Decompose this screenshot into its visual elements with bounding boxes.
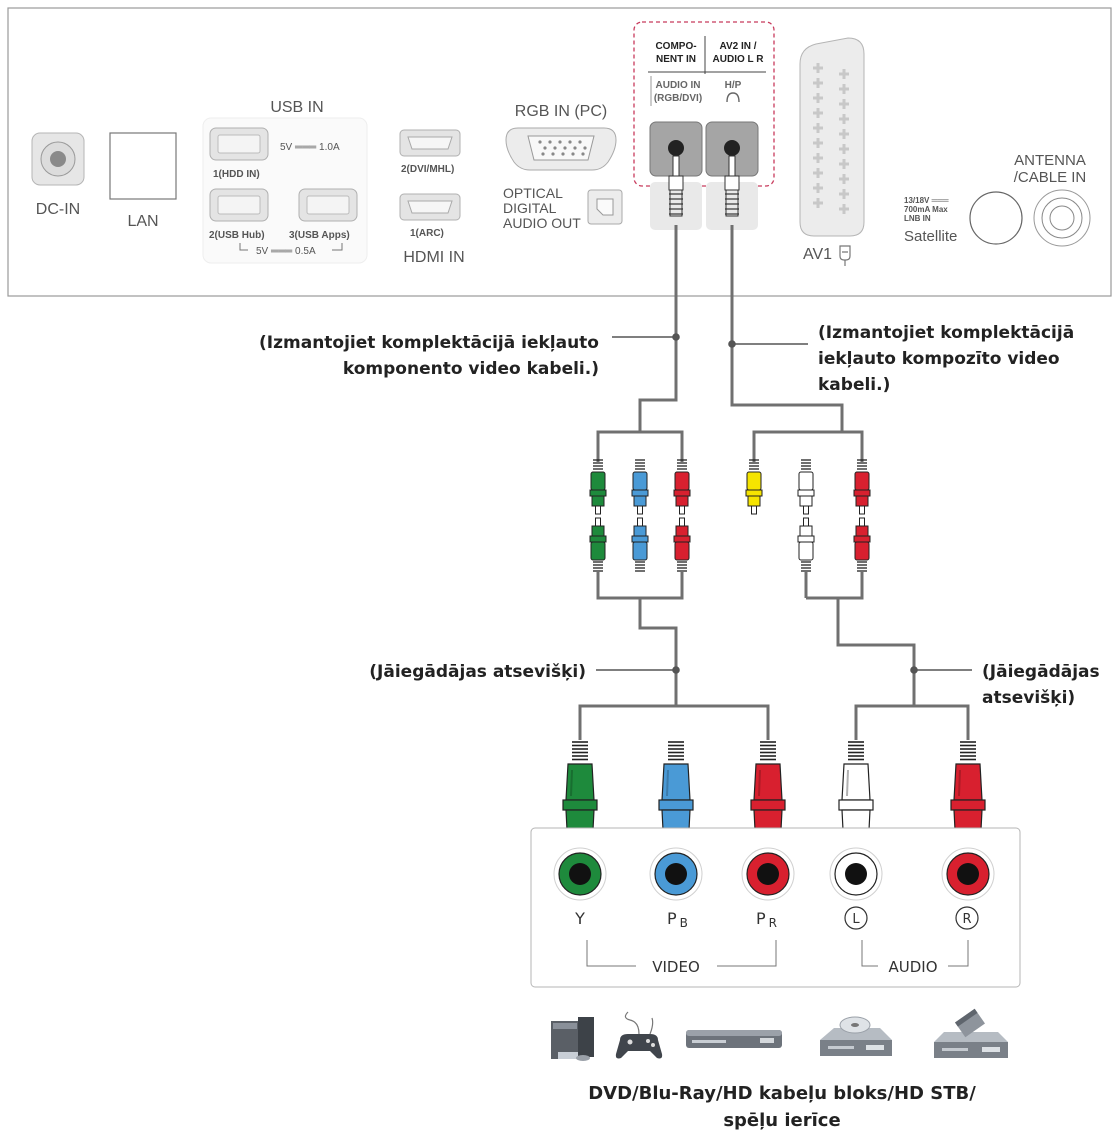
av2-in-label-2: AUDIO L R <box>713 54 765 65</box>
audio-in-label-2: (RGB/DVI) <box>654 93 702 104</box>
satellite-antenna-ports: 13/18V ═══ 700mA Max LNB IN Satellite AN… <box>904 152 1091 247</box>
plug-blue-top <box>631 459 649 515</box>
plug-red-audio-bottom <box>853 517 871 572</box>
plug-red-audio-top <box>853 459 871 515</box>
cables <box>578 225 970 740</box>
l-label: L <box>852 912 860 927</box>
dc-in-label: DC-IN <box>36 201 80 218</box>
hdmi-ports: 2(DVI/MHL) 1(ARC) HDMI IN <box>399 129 465 266</box>
sold-separately-left: (Jāiegādājas atsevišķi) <box>369 662 586 682</box>
plug-white-bottom <box>797 517 815 572</box>
plug-red-bottom <box>673 517 691 572</box>
optical-out-port: OPTICAL DIGITAL AUDIO OUT <box>503 185 623 231</box>
optical-label-1: OPTICAL <box>503 185 563 201</box>
composite-cable-note-3: kabeli.) <box>818 375 890 395</box>
satellite-label: Satellite <box>904 228 957 245</box>
callout-text: (Izmantojiet komplektācijā iekļauto komp… <box>259 323 1100 708</box>
composite-cable-note-1: (Izmantojiet komplektācijā <box>818 323 1074 343</box>
composite-cable <box>730 225 864 462</box>
lan-port: LAN <box>109 132 177 230</box>
component-in-label-2: NENT IN <box>656 54 696 65</box>
r-label: R <box>962 912 971 927</box>
optical-label-2: DIGITAL <box>503 200 557 216</box>
rgb-in-port: RGB IN (PC) <box>505 103 617 171</box>
hdmi2-label: 2(DVI/MHL) <box>401 164 454 175</box>
jack-pb <box>649 847 703 901</box>
component-extension-cable <box>578 572 770 740</box>
hp-label: H/P <box>725 80 742 91</box>
antenna-label-1: ANTENNA <box>1014 152 1086 169</box>
usb1-label: 1(HDD IN) <box>213 169 260 180</box>
devices-caption-2: spēļu ierīce <box>723 1110 840 1131</box>
pc-icon <box>551 1017 594 1061</box>
jack-pr <box>741 847 795 901</box>
usb1-rating: 5V ═══ 1.0A <box>280 142 340 153</box>
plug-green-bottom <box>589 517 607 572</box>
scart-icon <box>839 245 851 266</box>
optical-label-3: AUDIO OUT <box>503 215 581 231</box>
sold-separately-right-2: atsevišķi) <box>982 688 1075 708</box>
hdmi1-label: 1(ARC) <box>410 228 444 239</box>
usb-in-label: USB IN <box>270 99 323 116</box>
blu-ray-player-icon <box>934 1008 1008 1058</box>
tv-plug-composite <box>724 155 740 217</box>
composite-cable-note-2: iekļauto kompozīto video <box>818 349 1060 369</box>
hdmi-in-label: HDMI IN <box>403 249 464 266</box>
audio-in-label-1: AUDIO IN <box>656 80 701 91</box>
plug-yellow-top <box>745 459 763 515</box>
sat-spec-1: 13/18V ═══ <box>904 196 949 205</box>
plug-blue-bottom <box>631 517 649 572</box>
usb3-label: 3(USB Apps) <box>289 230 350 241</box>
usb23-rating: 5V ═══ 0.5A <box>256 246 316 257</box>
component-cable-note-2: komponento video kabeli.) <box>343 359 599 379</box>
usb-ports: USB IN 5V ═══ 1.0A 1(HDD IN) 2(USB Hub) … <box>202 99 368 264</box>
tv-plug-component <box>668 155 684 217</box>
dc-in-port: DC-IN <box>31 132 85 218</box>
set-top-box-icon <box>686 1030 782 1048</box>
devices-caption-1: DVD/Blu-Ray/HD kabeļu bloks/HD STB/ <box>588 1083 976 1104</box>
component-cable <box>596 225 684 462</box>
sat-spec-3: LNB IN <box>904 214 931 223</box>
usb2-label: 2(USB Hub) <box>209 230 265 241</box>
sat-spec-2: 700mA Max <box>904 205 948 214</box>
component-cable-note-1: (Izmantojiet komplektācijā iekļauto <box>259 333 599 353</box>
plug-red-top <box>673 459 691 515</box>
plug-green-top <box>589 459 607 515</box>
headphone-icon <box>726 92 740 103</box>
audio-group-label: AUDIO <box>888 958 937 976</box>
dvd-player-icon <box>820 1016 892 1056</box>
gamepad-icon <box>615 1011 663 1059</box>
component-av2-section: COMPO- NENT IN AV2 IN / AUDIO L R AUDIO … <box>633 21 775 230</box>
av2-in-label-1: AV2 IN / <box>719 41 756 52</box>
jack-r <box>941 847 995 901</box>
y-label: Y <box>574 909 585 928</box>
av1-scart-port: AV1 <box>799 37 865 266</box>
antenna-label-2: /CABLE IN <box>1014 169 1087 186</box>
video-group-label: VIDEO <box>652 958 700 976</box>
component-in-label-1: COMPO- <box>655 41 696 52</box>
audio-extension-cable <box>804 572 970 740</box>
rgb-in-label: RGB IN (PC) <box>515 103 607 120</box>
jack-y <box>553 847 607 901</box>
tv-back-panel: DC-IN LAN USB IN 5V ═══ 1.0A 1(HDD IN) 2… <box>7 7 1112 297</box>
lan-label: LAN <box>127 213 158 230</box>
callout-leaders <box>596 333 972 674</box>
sold-separately-right-1: (Jāiegādājas <box>982 662 1100 682</box>
plug-white-top <box>797 459 815 515</box>
jack-l <box>829 847 883 901</box>
av1-label: AV1 <box>803 246 832 263</box>
